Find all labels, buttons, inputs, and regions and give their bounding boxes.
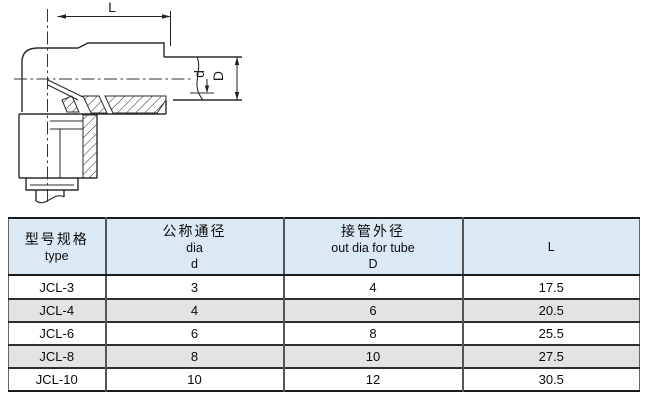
header-dia-symbol: d — [191, 256, 198, 271]
header-dia: 公称通径 dia d — [104, 218, 284, 276]
header-outdia: 接管外径 out dia for tube D — [282, 218, 463, 276]
header-dia-zh: 公称通径 — [162, 222, 227, 239]
header-outdia-symbol: D — [368, 256, 378, 271]
cell-d: 6 — [104, 321, 284, 345]
cell-L: 27.5 — [461, 344, 640, 368]
cell-D: 8 — [282, 321, 463, 345]
header-type: 型号规格 type — [8, 218, 106, 276]
header-type-zh: 型号规格 — [24, 230, 89, 247]
cell-type: JCL-4 — [8, 298, 106, 322]
header-dia-en: dia — [186, 240, 203, 255]
header-length-label: L — [547, 239, 555, 254]
spec-table: 型号规格 type 公称通径 dia d 接管外径 out dia for tu… — [8, 217, 640, 392]
cell-type: JCL-10 — [8, 367, 106, 391]
cell-d: 4 — [104, 298, 284, 322]
cell-L: 25.5 — [461, 321, 640, 345]
elbow-fitting-drawing: L d D — [0, 0, 260, 215]
table-row: JCL-4 4 6 20.5 — [8, 298, 640, 322]
cell-L: 20.5 — [461, 298, 640, 322]
cell-d: 10 — [104, 367, 284, 391]
cell-type: JCL-3 — [8, 275, 106, 299]
cell-D: 10 — [282, 344, 463, 368]
dimension-label-L: L — [108, 0, 116, 15]
cell-D: 12 — [282, 367, 463, 391]
header-outdia-zh: 接管外径 — [341, 222, 405, 239]
table-row: JCL-3 3 4 17.5 — [8, 275, 640, 299]
header-length: L — [461, 218, 640, 276]
spec-table-header: 型号规格 type 公称通径 dia d 接管外径 out dia for tu… — [8, 218, 640, 276]
fitting-outline — [18, 42, 242, 204]
dimension-label-d: d — [191, 70, 207, 78]
table-row: JCL-6 6 8 25.5 — [8, 321, 640, 345]
spec-table-body: JCL-3 3 4 17.5 JCL-4 4 6 20.5 JCL-6 6 8 … — [8, 275, 640, 391]
cell-type: JCL-8 — [8, 344, 106, 368]
dimension-L: L — [57, 0, 171, 46]
header-type-en: type — [44, 248, 69, 263]
elbow-fitting-svg: L d D — [14, 0, 242, 204]
cell-L: 17.5 — [461, 275, 640, 299]
cell-L: 30.5 — [461, 367, 640, 391]
header-outdia-en: out dia for tube — [331, 240, 415, 255]
table-row: JCL-10 10 12 30.5 — [8, 367, 640, 391]
dimension-d: d — [191, 70, 210, 93]
table-row: JCL-8 8 10 27.5 — [8, 344, 640, 368]
hatch-regions — [61, 95, 167, 179]
cell-D: 4 — [282, 275, 463, 299]
cell-d: 3 — [104, 275, 284, 299]
cell-type: JCL-6 — [8, 321, 106, 345]
dimension-D: D — [210, 57, 240, 100]
cell-D: 6 — [282, 298, 463, 322]
cell-d: 8 — [104, 344, 284, 368]
dimension-label-D: D — [210, 71, 226, 81]
